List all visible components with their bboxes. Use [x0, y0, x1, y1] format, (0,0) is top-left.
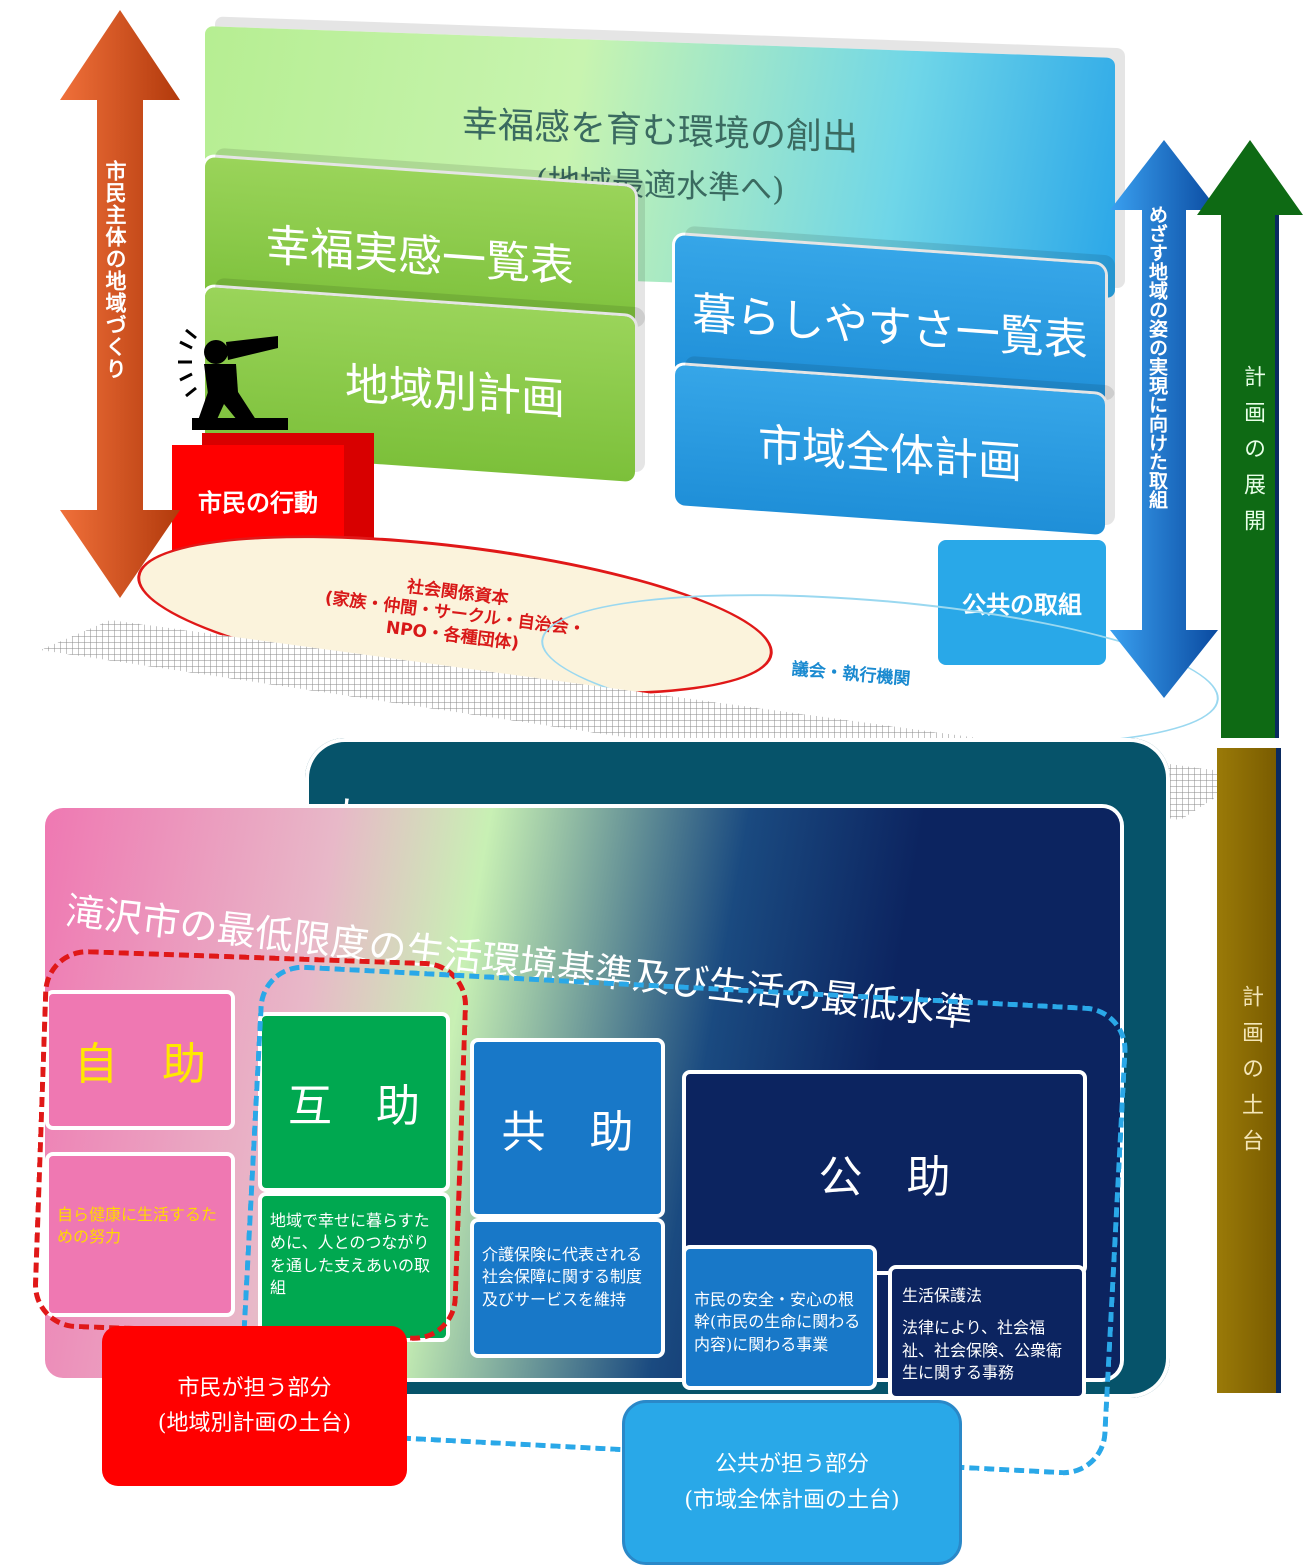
plan-development-label: 計画の展開	[1240, 365, 1265, 545]
jijo-box: 自 助	[45, 990, 235, 1130]
kyojo-label: 共 助	[501, 1107, 634, 1158]
jijo-desc-box: 自ら健康に生活するための努力	[45, 1152, 235, 1317]
citizen-action-label: 市民の行動	[198, 488, 318, 517]
kyojo-desc: 介護保険に代表される社会保障に関する制度及びサービスを維持	[482, 1245, 643, 1309]
plan-development-arrow-icon	[1197, 140, 1303, 738]
left-arrow-label: 市民主体の地域づくり	[103, 160, 127, 380]
citizen-part-line2: (地域別計画の土台)	[157, 1411, 352, 1436]
welfare-desc-box: 生活保護法 法律により、社会福祉、社会保険、公衆衛生に関する事務	[888, 1265, 1086, 1400]
right-double-arrow-icon	[1110, 140, 1218, 698]
public-part-box: 公共が担う部分 (市域全体計画の土台)	[622, 1400, 962, 1565]
public-part-line1: 公共が担う部分	[714, 1452, 869, 1478]
jijo-desc: 自ら健康に生活するための努力	[57, 1205, 218, 1247]
livability-list-label: 暮らしやすさ一覧表	[692, 287, 1088, 367]
kyojo-box: 共 助	[470, 1038, 665, 1218]
gojo-box: 互 助	[258, 1012, 450, 1192]
right-arrow-label: めざす地域の姿の実現に向けた取組	[1146, 205, 1168, 509]
public-part-line2: (市域全体計画の土台)	[684, 1487, 900, 1513]
gojo-desc-box: 地域で幸せに暮らすために、人とのつながりを通した支えあいの取組	[258, 1192, 450, 1342]
left-double-arrow-icon	[60, 10, 180, 598]
citizen-part-box: 市民が担う部分 (地域別計画の土台)	[102, 1326, 407, 1486]
welfare-desc: 法律により、社会福祉、社会保険、公衆衛生に関する事務	[902, 1318, 1063, 1383]
gojo-label: 互 助	[288, 1081, 420, 1132]
welfare-law-label: 生活保護法	[902, 1286, 983, 1305]
happiness-list-label: 幸福実感一覧表	[266, 220, 574, 293]
kojo-box: 公 助	[682, 1070, 1087, 1275]
citizen-part-line1: 市民が担う部分	[177, 1375, 332, 1401]
kojo-desc: 市民の安全・安心の根幹(市民の生命に関わる内容)に関わる事業	[694, 1290, 861, 1354]
kojo-desc-box: 市民の安全・安心の根幹(市民の生命に関わる内容)に関わる事業	[682, 1245, 877, 1390]
citywide-plan-label: 市域全体計画	[758, 419, 1022, 490]
goal-line1: 幸福感を育む環境の創出	[461, 104, 858, 159]
jijo-label: 自 助	[74, 1039, 206, 1090]
citizen-megaphone-icon	[178, 328, 288, 430]
citywide-plan-box: 市域全体計画	[675, 364, 1105, 536]
kyojo-desc-box: 介護保険に代表される社会保障に関する制度及びサービスを維持	[470, 1218, 665, 1358]
regional-plan-label: 地域別計画	[345, 358, 565, 425]
public-effort-label: 公共の取組	[962, 591, 1082, 619]
plan-foundation-label: 計画の土台	[1238, 985, 1263, 1165]
gojo-desc: 地域で幸せに暮らすために、人とのつながりを通した支えあいの取組	[270, 1211, 431, 1298]
plan-foundation-bar	[1217, 748, 1281, 1393]
kojo-label: 公 助	[818, 1151, 951, 1203]
public-effort-box: 公共の取組	[938, 540, 1106, 665]
